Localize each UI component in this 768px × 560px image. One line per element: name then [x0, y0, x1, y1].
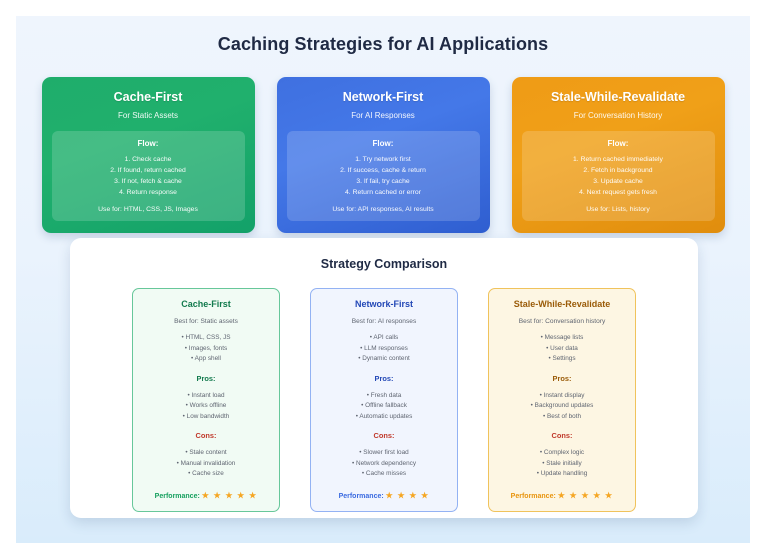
comparison-use-case-list: • HTML, CSS, JS • Images, fonts • App sh…	[139, 333, 273, 365]
strategy-card-subtitle: For Conversation History	[573, 111, 663, 120]
flow-label: Flow:	[137, 139, 159, 148]
comparison-card-title: Network-First	[354, 299, 413, 309]
performance-rating: Performance: ★ ★ ★ ★ ★	[495, 491, 629, 500]
list-item: • Message lists	[540, 334, 584, 341]
cons-heading: Cons:	[373, 431, 395, 440]
strategy-card-subtitle: For AI Responses	[351, 111, 415, 120]
list-item: • Cache size	[188, 470, 224, 477]
list-item: • Stale content	[185, 449, 227, 456]
flow-use-for: Use for: HTML, CSS, JS, Images	[98, 206, 198, 213]
flow-label: Flow:	[372, 139, 394, 148]
list-item: • Fresh data	[366, 391, 402, 399]
flow-step: 1. Return cached immediately	[573, 156, 663, 163]
strategy-flow-box: Flow: 1. Check cache 2. If found, return…	[51, 131, 245, 221]
flow-step: 3. Update cache	[593, 178, 643, 185]
list-item: • Works offline	[185, 402, 227, 409]
comparison-title: Strategy Comparison	[320, 257, 448, 271]
comparison-use-case-list: • API calls • LLM responses • Dynamic co…	[317, 333, 451, 365]
list-item: • Automatic updates	[355, 412, 413, 420]
cons-heading: Cons:	[551, 431, 573, 440]
performance-rating: Performance: ★ ★ ★ ★	[317, 491, 451, 500]
pros-heading: Pros:	[196, 373, 216, 383]
strategy-card-subtitle: For Static Assets	[117, 111, 179, 120]
flow-label: Flow:	[607, 139, 629, 148]
flow-step: 1. Check cache	[124, 156, 172, 163]
flow-step: 4. Return response	[119, 189, 177, 196]
pros-heading: Pros:	[374, 373, 394, 383]
strategy-flow-box: Flow: 1. Return cached immediately 2. Fe…	[521, 131, 715, 221]
strategy-card-title: Cache-First	[113, 90, 183, 104]
strategy-card-row: Cache-First For Static Assets Flow: 1. C…	[16, 77, 750, 233]
performance-label: Performance:	[338, 492, 384, 500]
list-item: • Complex logic	[539, 449, 585, 456]
flow-use-for: Use for: Lists, history	[586, 206, 650, 213]
pros-heading: Pros:	[552, 373, 572, 383]
comparison-card-network-first[interactable]: Network-First Best for: AI responses • A…	[310, 288, 458, 512]
comparison-pros-list: • Fresh data • Offline fallback • Automa…	[317, 391, 451, 423]
list-item: • Network dependency	[351, 459, 417, 467]
strategy-card-cache-first[interactable]: Cache-First For Static Assets Flow: 1. C…	[41, 77, 255, 233]
comparison-card-cache-first[interactable]: Cache-First Best for: Static assets • HT…	[132, 288, 280, 512]
flow-step: 1. Try network first	[355, 156, 411, 163]
comparison-card-title: Stale-While-Revalidate	[513, 299, 611, 309]
flow-use-for: Use for: API responses, AI results	[332, 206, 434, 213]
flow-step: 2. If success, cache & return	[340, 167, 426, 174]
list-item: • Low bandwidth	[182, 412, 230, 420]
list-item: • Background updates	[530, 402, 594, 409]
performance-rating: Performance: ★ ★ ★ ★ ★	[139, 491, 273, 500]
strategy-flow-box: Flow: 1. Try network first 2. If success…	[286, 131, 480, 221]
comparison-best-for: Best for: Conversation history	[518, 318, 606, 325]
list-item: • Settings	[548, 355, 576, 362]
star-rating-icon: ★ ★ ★ ★ ★	[557, 490, 614, 500]
comparison-panel: Strategy Comparison Cache-First Best for…	[70, 238, 698, 518]
page-root: Caching Strategies for AI Applications C…	[16, 16, 750, 543]
comparison-cons-list: • Stale content • Manual invalidation • …	[139, 448, 273, 480]
list-item: • Update handling	[536, 470, 588, 477]
comparison-pros-list: • Instant load • Works offline • Low ban…	[139, 391, 273, 423]
comparison-card-title: Cache-First	[181, 299, 231, 309]
list-item: • HTML, CSS, JS	[181, 334, 231, 341]
strategy-card-title: Stale-While-Revalidate	[550, 90, 686, 104]
list-item: • Best of both	[542, 412, 582, 420]
list-item: • User data	[546, 344, 578, 352]
star-rating-icon: ★ ★ ★ ★	[385, 490, 430, 500]
page-title: Caching Strategies for AI Applications	[217, 34, 549, 54]
flow-step: 4. Return cached or error	[345, 189, 421, 196]
star-rating-icon: ★ ★ ★ ★ ★	[201, 490, 258, 500]
list-item: • Manual invalidation	[176, 459, 236, 467]
list-item: • LLM responses	[360, 344, 408, 352]
performance-label: Performance:	[510, 492, 556, 500]
flow-step: 2. If found, return cached	[110, 167, 186, 174]
flow-step: 3. If fail, try cache	[356, 178, 410, 185]
comparison-best-for: Best for: Static assets	[174, 318, 238, 325]
comparison-card-stale-while-revalidate[interactable]: Stale-While-Revalidate Best for: Convers…	[488, 288, 636, 512]
strategy-card-title: Network-First	[342, 90, 424, 104]
comparison-cons-list: • Slower first load • Network dependency…	[317, 448, 451, 480]
list-item: • Images, fonts	[184, 344, 228, 352]
list-item: • Instant display	[539, 391, 585, 399]
flow-step: 3. If not, fetch & cache	[114, 178, 182, 185]
list-item: • App shell	[191, 355, 221, 362]
performance-label: Performance:	[154, 492, 200, 500]
comparison-pros-list: • Instant display • Background updates •…	[495, 391, 629, 423]
flow-step: 4. Next request gets fresh	[579, 189, 657, 196]
list-item: • API calls	[369, 334, 399, 341]
list-item: • Offline fallback	[361, 402, 407, 409]
comparison-best-for: Best for: AI responses	[351, 318, 417, 325]
strategy-card-stale-while-revalidate[interactable]: Stale-While-Revalidate For Conversation …	[511, 77, 725, 233]
list-item: • Dynamic content	[358, 355, 410, 362]
list-item: • Slower first load	[359, 449, 409, 456]
comparison-use-case-list: • Message lists • User data • Settings	[495, 333, 629, 365]
list-item: • Stale initially	[542, 459, 582, 467]
list-item: • Instant load	[187, 391, 225, 399]
flow-step: 2. Fetch in background	[583, 167, 653, 174]
strategy-card-network-first[interactable]: Network-First For AI Responses Flow: 1. …	[276, 77, 490, 233]
comparison-columns: Cache-First Best for: Static assets • HT…	[70, 288, 698, 512]
list-item: • Cache misses	[361, 470, 407, 477]
comparison-cons-list: • Complex logic • Stale initially • Upda…	[495, 448, 629, 480]
cons-heading: Cons:	[195, 431, 217, 440]
